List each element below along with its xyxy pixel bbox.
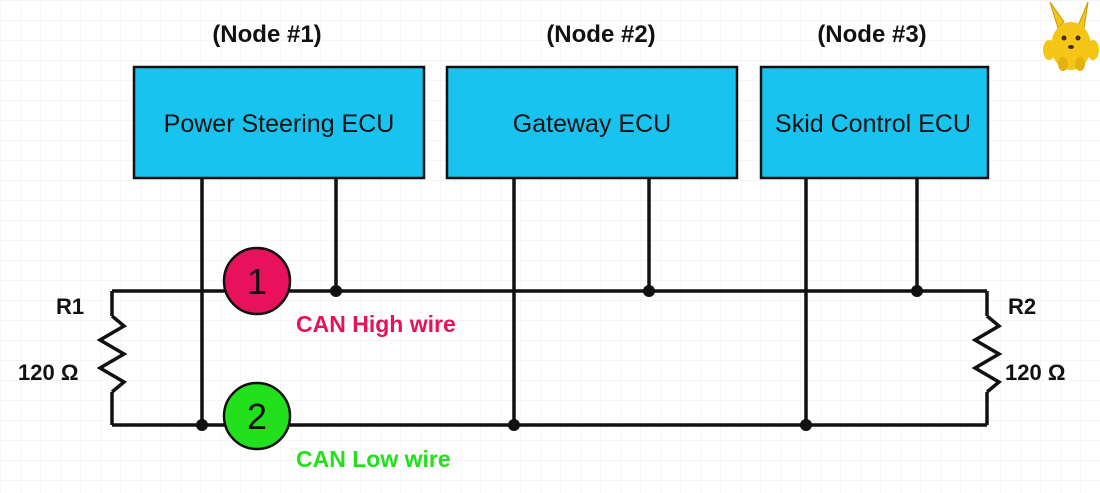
ecu-label-gateway: Gateway ECU [513, 110, 671, 138]
resistor-r1 [96, 291, 128, 425]
node-label-1: (Node #1) [212, 21, 321, 48]
can-high-marker-number: 1 [247, 261, 267, 302]
resistor-r1-name: R1 [56, 294, 84, 319]
resistor-r2-name: R2 [1008, 294, 1036, 319]
resistor-r1-value: 120 Ω [18, 360, 78, 385]
resistor-r2-value: 120 Ω [1005, 360, 1065, 385]
ecu-box-skid-control [759, 65, 990, 180]
junction-dots [196, 285, 923, 431]
can-low-wire-label: CAN Low wire [296, 446, 451, 472]
can-low-marker-number: 2 [247, 396, 267, 437]
can-low-marker [222, 381, 292, 451]
ecu-box-power-steering [132, 65, 426, 180]
ecu-label-skid-control: Skid Control ECU [775, 110, 971, 138]
mascot-icon [1043, 1, 1099, 71]
resistor-r2 [971, 291, 1003, 425]
can-high-marker [222, 246, 292, 316]
node-label-3: (Node #3) [817, 21, 926, 48]
node-label-2: (Node #2) [546, 21, 655, 48]
can-high-wire-label: CAN High wire [296, 311, 456, 337]
ecu-drop-wires [200, 178, 919, 425]
ecu-label-power-steering: Power Steering ECU [164, 110, 395, 138]
ecu-box-gateway [445, 65, 739, 180]
